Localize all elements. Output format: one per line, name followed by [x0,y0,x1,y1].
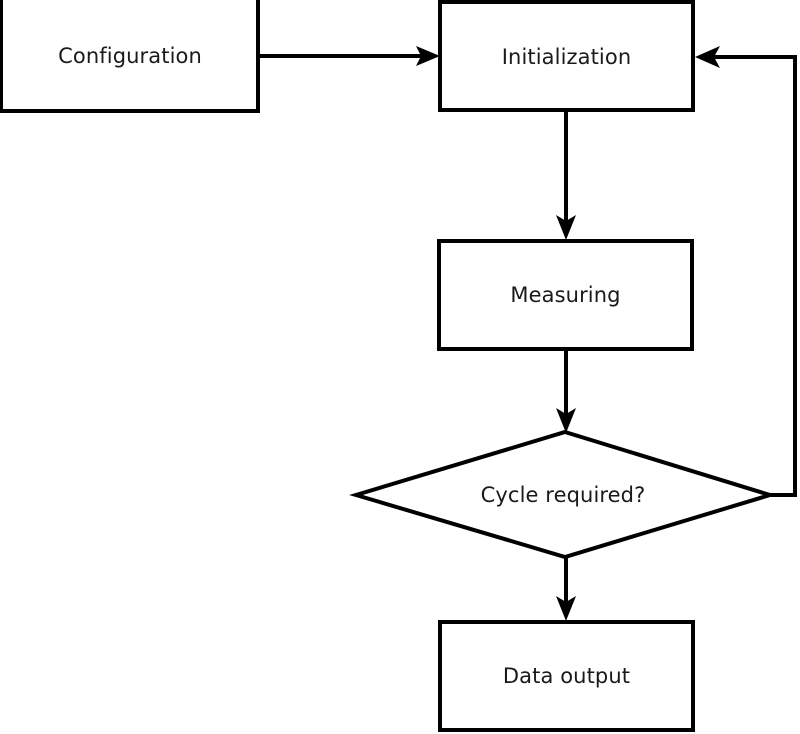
node-decision-shape [349,429,777,560]
arrowhead-right-icon [416,46,440,66]
edge-decision-dataoutput [556,557,576,621]
arrowhead-down-icon [556,408,576,433]
edge-measuring-decision [556,350,576,433]
node-dataoutput-shape [438,620,695,732]
node-measuring-shape [437,239,694,351]
edge-polyline [703,55,797,497]
edge-initialization-measuring [556,112,576,240]
arrowhead-down-icon [556,215,576,240]
edge-configuration-initialization [259,46,440,66]
arrowhead-left-icon [695,46,720,68]
node-initialization-shape [438,0,695,112]
node-configuration-shape [0,0,260,113]
edge-decision-initialization [695,46,797,497]
arrowhead-down-icon [556,596,576,621]
